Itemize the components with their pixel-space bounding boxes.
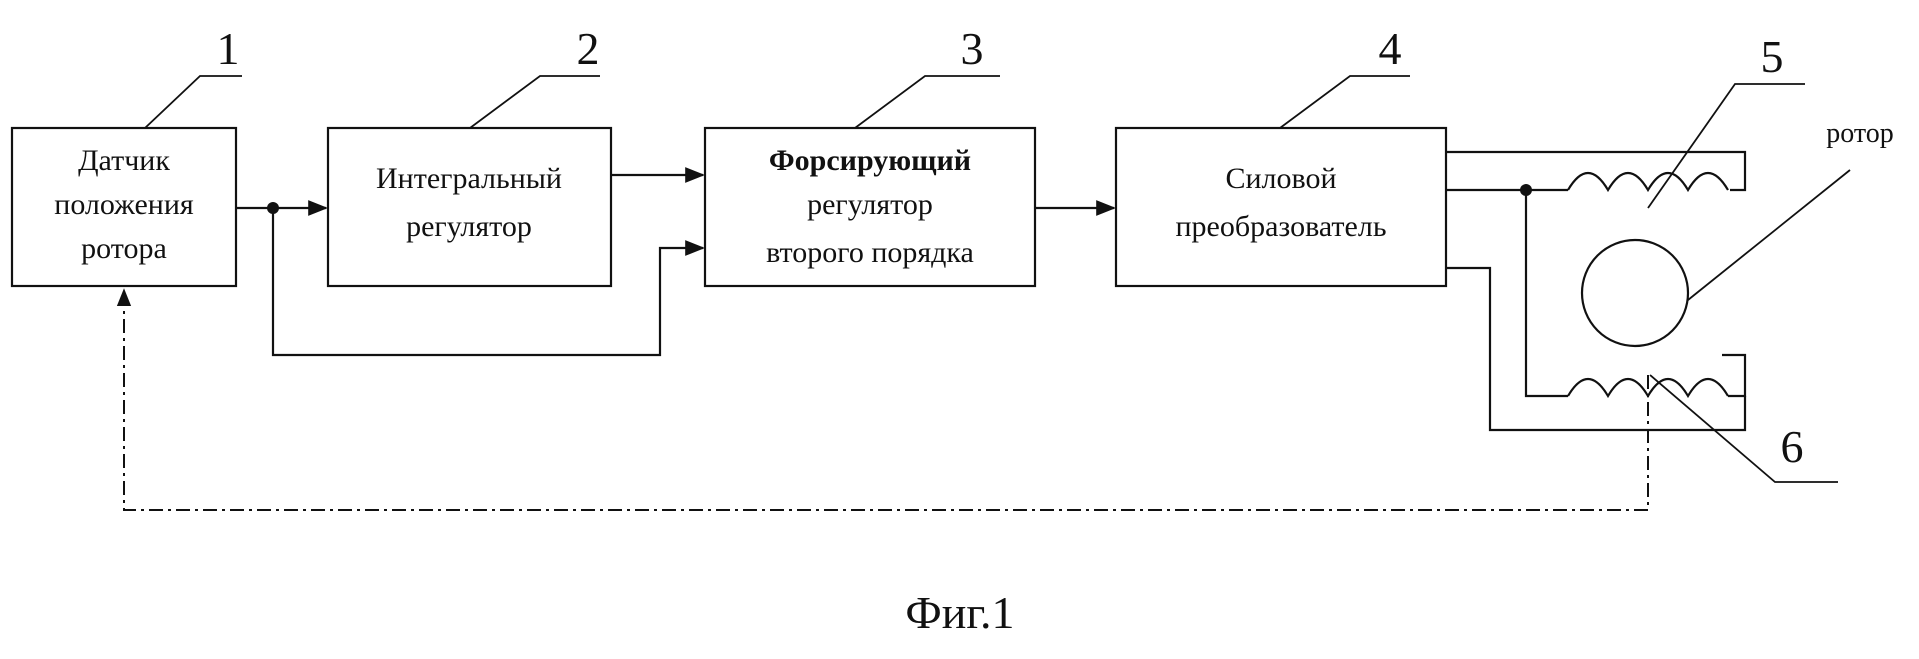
block-4-line-1: Силовой (1225, 162, 1336, 195)
block-rotor-position-sensor: Датчик положения ротора (12, 128, 236, 286)
block-1-line-2: положения (54, 188, 194, 221)
block-3-line-3: второго порядка (766, 236, 974, 269)
block-2-line-1: Интегральный (376, 162, 562, 195)
block-4-number: 4 (1379, 23, 1402, 74)
winding-5-coil (1568, 173, 1728, 190)
block-2-number: 2 (577, 23, 600, 74)
winding-6-number: 6 (1781, 421, 1804, 472)
feedback-line (124, 290, 1648, 510)
block-3-number: 3 (961, 23, 984, 74)
block-4-line-2: преобразователь (1175, 210, 1386, 243)
winding-5-number: 5 (1761, 31, 1784, 82)
block-1-line-1: Датчик (78, 144, 170, 177)
block-3-line-1: Форсирующий (769, 144, 971, 177)
block-1-line-3: ротора (81, 232, 167, 265)
block-3-line-2: регулятор (807, 188, 933, 221)
rotor-circle (1582, 240, 1688, 346)
block-1-number: 1 (217, 23, 240, 74)
block-forcing-controller: Форсирующий регулятор второго порядка (705, 128, 1035, 286)
block-2-line-2: регулятор (406, 210, 532, 243)
block-integral-controller: Интегральный регулятор (328, 128, 611, 286)
block-power-converter: Силовой преобразователь (1116, 128, 1446, 286)
rotor-label: ротор (1826, 118, 1894, 149)
figure-caption: Фиг.1 (905, 587, 1014, 638)
